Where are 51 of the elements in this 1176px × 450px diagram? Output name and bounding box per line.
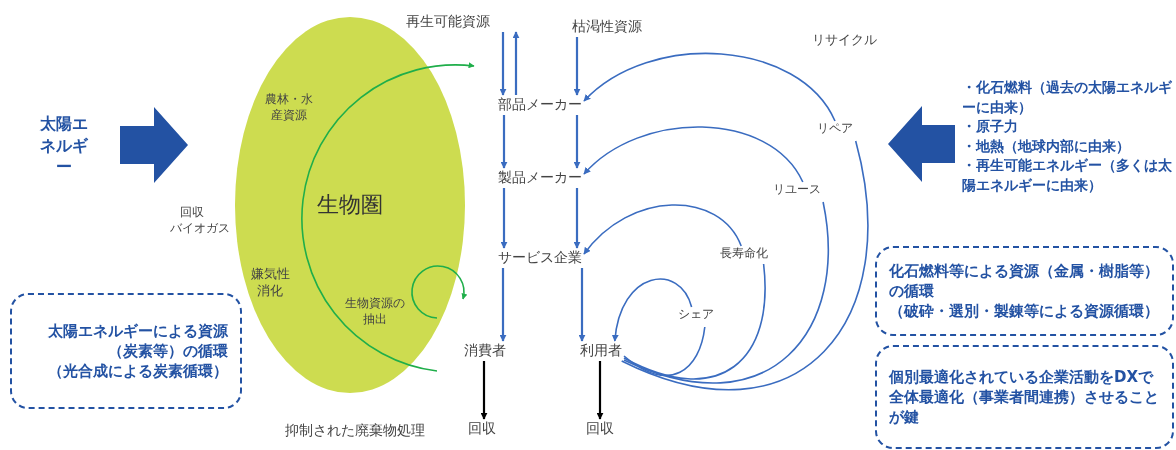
stage-label: 製品メーカー bbox=[497, 168, 583, 187]
stage-label: 回収 bbox=[467, 419, 497, 438]
stage-label: 枯渇性資源 bbox=[571, 17, 643, 36]
arrow bbox=[512, 31, 520, 95]
loop-label: 長寿命化 bbox=[719, 246, 769, 262]
arrow bbox=[500, 115, 508, 169]
arrow bbox=[578, 268, 586, 342]
text-label: 生物資源の抽出 bbox=[344, 296, 406, 328]
biosphere-label: 生物圏 bbox=[317, 190, 383, 219]
note-text: 個別最適化されている企業活動をDXで全体最適化（事業者間連携）させることが鍵 bbox=[889, 366, 1160, 428]
curved-arrow bbox=[583, 126, 804, 183]
energy-list-item: ・地熱（地球内部に由来） bbox=[962, 136, 1131, 156]
text-label: 嫌気性消化 bbox=[249, 266, 291, 300]
note-box bbox=[10, 293, 242, 409]
energy-list-item: ・原子力 bbox=[962, 117, 1019, 137]
curved-arrow bbox=[612, 278, 693, 342]
arrow bbox=[500, 188, 508, 249]
arrow bbox=[480, 361, 488, 420]
text-label: 農林・水産資源 bbox=[264, 92, 314, 124]
text-label: 回収 bbox=[180, 205, 204, 221]
curved-arrow bbox=[583, 52, 836, 122]
stage-label: 部品メーカー bbox=[497, 95, 583, 114]
note-box bbox=[875, 246, 1174, 336]
arrow bbox=[596, 361, 604, 420]
arrow bbox=[499, 268, 507, 342]
note-text: 化石燃料等による資源（金属・樹脂等）の循環 bbox=[889, 260, 1160, 302]
stage-label: 利用者 bbox=[579, 341, 623, 360]
arrow bbox=[499, 32, 507, 96]
stage-label: 消費者 bbox=[463, 341, 507, 360]
stage-label: 再生可能資源 bbox=[405, 12, 491, 31]
loop-label: リペア bbox=[816, 121, 854, 137]
note-text: （破砕・選別・製錬等による資源循環） bbox=[889, 301, 1160, 322]
arrow bbox=[573, 37, 581, 96]
stage-label: サービス企業 bbox=[497, 248, 583, 267]
curved-arrow bbox=[583, 204, 742, 255]
text-label: バイオガス bbox=[170, 221, 230, 237]
energy-list-item: ・化石燃料（過去の太陽エネルギーに由来） bbox=[962, 78, 1173, 117]
note-box bbox=[875, 345, 1174, 449]
text-label: 抑制された廃棄物処理 bbox=[285, 421, 425, 440]
loop-label: シェア bbox=[677, 307, 715, 323]
source-label: 太陽エネルギー bbox=[40, 113, 88, 178]
text-label: リサイクル bbox=[812, 32, 877, 49]
loop-label: リユース bbox=[772, 182, 822, 198]
block-arrow bbox=[888, 106, 955, 182]
arrow bbox=[573, 115, 581, 169]
note-text: 太陽エネルギーによる資源（炭素等）の循環 bbox=[47, 320, 228, 362]
energy-list-item: ・再生可能エネルギー（多くは太陽エネルギーに由来） bbox=[962, 156, 1173, 195]
stage-label: 回収 bbox=[585, 419, 615, 438]
note-text: （光合成による炭素循環） bbox=[47, 361, 228, 382]
arrow bbox=[573, 188, 581, 249]
block-arrow bbox=[120, 107, 188, 183]
